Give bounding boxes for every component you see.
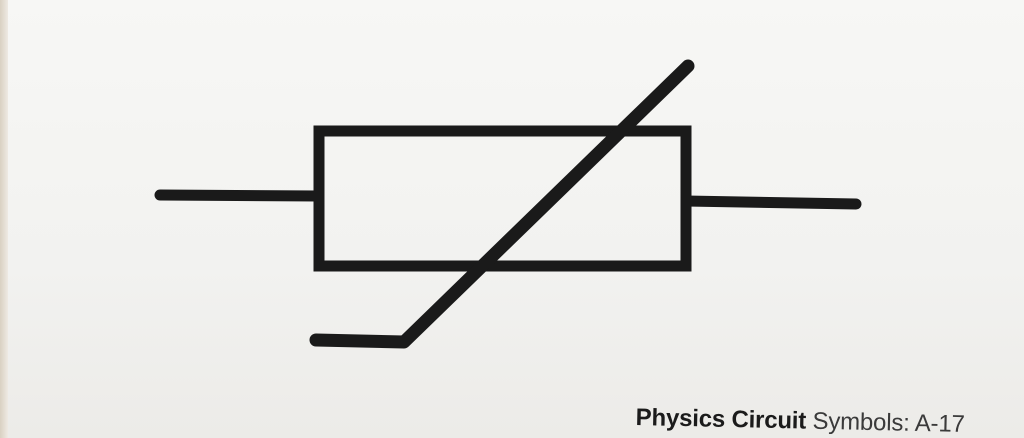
left-lead-wire <box>154 189 324 202</box>
caption-title: Physics Circuit <box>635 404 807 435</box>
symbol-caption: Physics Circuit Symbols: A-17 <box>635 404 965 438</box>
card-edge-shadow <box>0 0 8 438</box>
right-lead-wire <box>680 195 862 210</box>
diagonal-indicator-line <box>309 59 695 349</box>
caption-code: Symbols: A-17 <box>805 407 965 438</box>
